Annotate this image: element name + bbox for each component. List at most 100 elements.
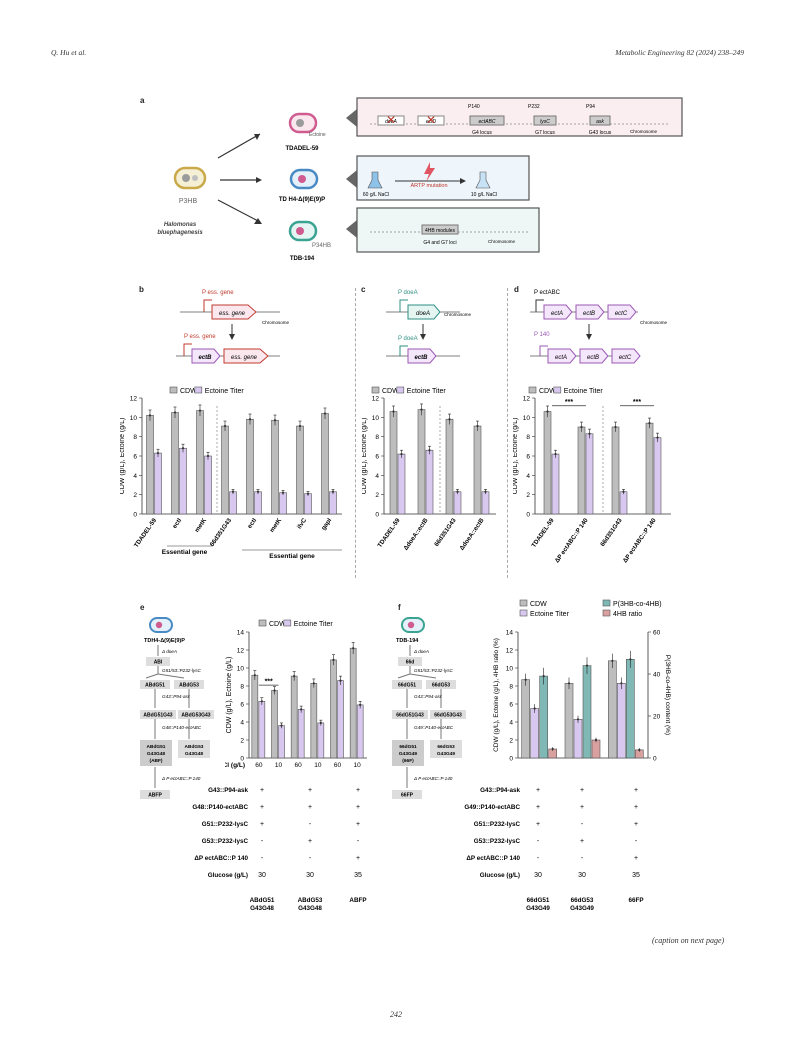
bar-1-6 <box>304 493 312 515</box>
legend-label-1: Ectoine Titer <box>294 621 334 628</box>
legend-swatch-0 <box>371 386 380 394</box>
flow-node-label: ABFP <box>148 793 162 799</box>
flow-arrow <box>409 673 437 679</box>
flow-arrow <box>397 673 411 679</box>
data-point <box>622 490 625 493</box>
table-f: G43::P94-ask+++G49::P140-ectABC+++G51::P… <box>464 787 643 912</box>
table-cell: + <box>634 821 638 828</box>
x-category-label: ΔP ectABC::P 140 <box>622 517 658 565</box>
bar-0-0 <box>146 415 154 515</box>
b-promoter-top: P ess. gene <box>202 290 234 296</box>
data-point <box>614 425 617 429</box>
flowchart-e: TDH4-Δ(9)E(9)PΔ doeAABIG51/53::P232-lysC… <box>140 617 214 799</box>
hub-cell <box>173 166 207 190</box>
bar-1-3 <box>653 437 662 515</box>
legend-label-0: CDW <box>539 388 556 395</box>
table-cell: - <box>261 838 264 845</box>
table-cell: 30 <box>534 872 542 879</box>
d-gene2-ectC: ectC <box>619 355 632 361</box>
bar-0-4 <box>246 418 254 515</box>
data-point <box>656 436 659 439</box>
strain-name: 66FP <box>628 897 643 904</box>
table-cell: - <box>537 838 540 845</box>
table-cell: + <box>308 838 312 845</box>
flow-arrow <box>157 673 185 679</box>
panel-d-schematic: P ectABC ectA ectB ectC Chromosome P 140… <box>530 290 668 364</box>
x-category-label: 60 <box>255 762 263 769</box>
strain-2: TD H4-Δ(9)E(9)P <box>279 197 325 203</box>
bar-0-1 <box>577 426 586 515</box>
bar-1-0 <box>530 708 539 759</box>
y-tick-label: 12 <box>506 648 514 655</box>
y-tick-label: 12 <box>237 648 245 655</box>
flow-node-label: 66dG51 <box>399 744 417 750</box>
legend-label-0: CDW <box>530 601 547 608</box>
legend-swatch-1 <box>194 386 203 394</box>
flow-step: Δ P ectABC::P 140 <box>413 776 453 781</box>
strain-name: 66dG51 <box>527 897 550 904</box>
legend-swatch-1 <box>396 386 405 394</box>
y-tick-label: 2 <box>375 492 379 499</box>
separator-1 <box>355 288 356 578</box>
flow-node-label: ABdG53 <box>185 744 204 750</box>
y-tick-label: 0 <box>526 512 530 519</box>
gene-ask: ask <box>596 119 604 125</box>
bar-0-5 <box>271 419 279 515</box>
bar-1-5 <box>279 492 287 515</box>
bar-0-1 <box>171 412 179 515</box>
table-cell: 35 <box>354 872 362 879</box>
x-axis-label: NaCl (g/L) <box>225 762 245 769</box>
flow-node-label: (66F) <box>402 758 414 764</box>
data-point <box>331 490 335 493</box>
bar-1-2 <box>297 709 305 759</box>
strain-name: G43G48 <box>298 905 322 912</box>
bar-0-1 <box>564 683 574 759</box>
row2-box <box>356 155 530 201</box>
legend-label-2: Ectoine Titer <box>530 611 570 618</box>
table-cell: + <box>260 804 264 811</box>
table-row-label: ΔP ectABC::P 140 <box>194 855 248 862</box>
data-point <box>476 424 479 428</box>
data-point <box>253 674 256 677</box>
flow-node-label: 66FP <box>401 793 414 799</box>
gene-ectD: ectD <box>426 119 437 125</box>
bar-0-7 <box>321 413 329 515</box>
d-chromosome: Chromosome <box>640 320 668 325</box>
bar-1-1 <box>278 725 285 759</box>
locus-2: G7 locus <box>535 130 555 136</box>
y-tick-label: 6 <box>526 454 530 461</box>
table-row-label: Glucose (g/L) <box>208 872 248 879</box>
data-point <box>392 410 395 413</box>
data-point <box>352 647 355 650</box>
x-category-label: 60 <box>295 762 303 769</box>
table-cell: + <box>536 821 540 828</box>
y-axis-label: CDW (g/L), Ectoine (g/L) <box>362 418 368 495</box>
nacl-10: 10 g/L NaCl <box>471 192 497 198</box>
y-tick-label-right: 60 <box>653 630 661 637</box>
hub-species-line1: Halomonas <box>164 222 197 228</box>
data-point <box>298 424 302 428</box>
table-cell: - <box>581 855 584 862</box>
bar-3-1 <box>591 739 601 759</box>
flow-node <box>426 680 456 689</box>
separator-2 <box>507 288 508 578</box>
x-category-label: 66d351G43 <box>599 517 624 548</box>
data-point <box>456 490 459 493</box>
promoter-3: P94 <box>586 104 595 110</box>
flow-node <box>140 710 176 719</box>
bar-1-5 <box>356 704 364 759</box>
flow-node <box>140 680 170 689</box>
flow-node-label: G43G48 <box>185 751 203 757</box>
b-promoter-bottom: P ess. gene <box>184 334 216 340</box>
data-point <box>260 700 263 703</box>
data-point <box>420 408 423 411</box>
data-point <box>231 490 235 493</box>
data-point <box>339 679 342 682</box>
y-axis-label: CDW (g/L), Ectoine (g/L) <box>120 418 126 495</box>
y-axis-label: CDW (g/L), Ectoine (g/L), 4HB ratio (%) <box>493 638 500 752</box>
data-point <box>319 721 322 724</box>
